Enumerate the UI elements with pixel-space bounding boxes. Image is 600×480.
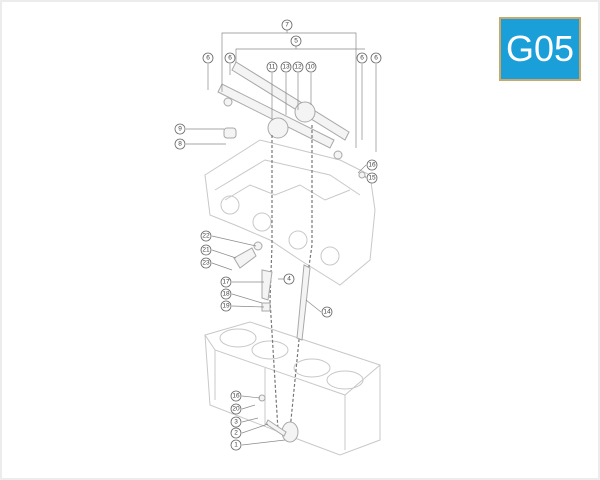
callout-1: 1 <box>230 439 242 451</box>
svg-text:16: 16 <box>232 393 240 400</box>
svg-text:5: 5 <box>294 38 298 45</box>
cylinder-head <box>204 139 376 286</box>
svg-text:19: 19 <box>222 303 230 310</box>
callout-22: 22 <box>200 230 212 242</box>
svg-text:7: 7 <box>285 22 289 29</box>
tensioner <box>233 247 257 269</box>
svg-text:12: 12 <box>294 64 302 71</box>
section-badge: G05 <box>499 17 581 81</box>
callout-13: 13 <box>280 61 292 73</box>
svg-text:16: 16 <box>368 162 376 169</box>
callout-15: 15 <box>366 172 378 184</box>
svg-text:22: 22 <box>202 233 210 240</box>
svg-text:15: 15 <box>368 175 376 182</box>
callout-19: 19 <box>220 300 232 312</box>
svg-text:17: 17 <box>222 279 230 286</box>
svg-text:20: 20 <box>232 406 240 413</box>
svg-text:21: 21 <box>202 247 210 254</box>
svg-text:4: 4 <box>287 276 291 283</box>
bolt <box>358 171 366 179</box>
svg-text:13: 13 <box>282 64 290 71</box>
callout-6: 6 <box>202 52 214 64</box>
callout-18: 18 <box>220 288 232 300</box>
callout-7: 7 <box>281 19 293 31</box>
callout-2: 2 <box>230 427 242 439</box>
svg-text:3: 3 <box>234 419 238 426</box>
svg-text:8: 8 <box>178 141 182 148</box>
callout-20: 20 <box>230 403 242 415</box>
svg-text:9: 9 <box>178 126 182 133</box>
svg-text:14: 14 <box>323 309 331 316</box>
callout-6: 6 <box>370 52 382 64</box>
svg-text:6: 6 <box>206 55 210 62</box>
callout-10: 10 <box>305 61 317 73</box>
cylinder-block <box>204 321 381 456</box>
o-ring <box>253 241 263 251</box>
svg-text:18: 18 <box>222 291 230 298</box>
callout-14: 14 <box>321 306 333 318</box>
callout-6: 6 <box>356 52 368 64</box>
callout-8: 8 <box>174 138 186 150</box>
svg-text:6: 6 <box>360 55 364 62</box>
svg-text:6: 6 <box>374 55 378 62</box>
svg-text:1: 1 <box>234 442 238 449</box>
svg-text:11: 11 <box>269 64 276 71</box>
callout-11: 11 <box>266 61 278 73</box>
callout-16: 16 <box>230 390 242 402</box>
chain-guide <box>296 264 311 341</box>
callout-5: 5 <box>290 35 302 47</box>
svg-text:6: 6 <box>228 55 232 62</box>
callout-9: 9 <box>174 123 186 135</box>
callout-6: 6 <box>224 52 236 64</box>
svg-text:2: 2 <box>234 430 238 437</box>
callout-4: 4 <box>283 273 295 285</box>
camshafts <box>217 61 350 160</box>
leader-lines <box>186 29 377 446</box>
svg-text:10: 10 <box>307 64 315 71</box>
callout-23: 23 <box>200 257 212 269</box>
callout-21: 21 <box>200 244 212 256</box>
callout-3: 3 <box>230 416 242 428</box>
callout-12: 12 <box>292 61 304 73</box>
callouts: 7 5 6 6 6 6 11 13 12 10 9 8 16 15 22 21 … <box>174 19 382 451</box>
callout-16: 16 <box>366 159 378 171</box>
callout-17: 17 <box>220 276 232 288</box>
tappet <box>223 127 237 139</box>
shaft <box>265 419 287 437</box>
tensioner-arm <box>261 269 273 301</box>
svg-text:23: 23 <box>202 260 210 267</box>
